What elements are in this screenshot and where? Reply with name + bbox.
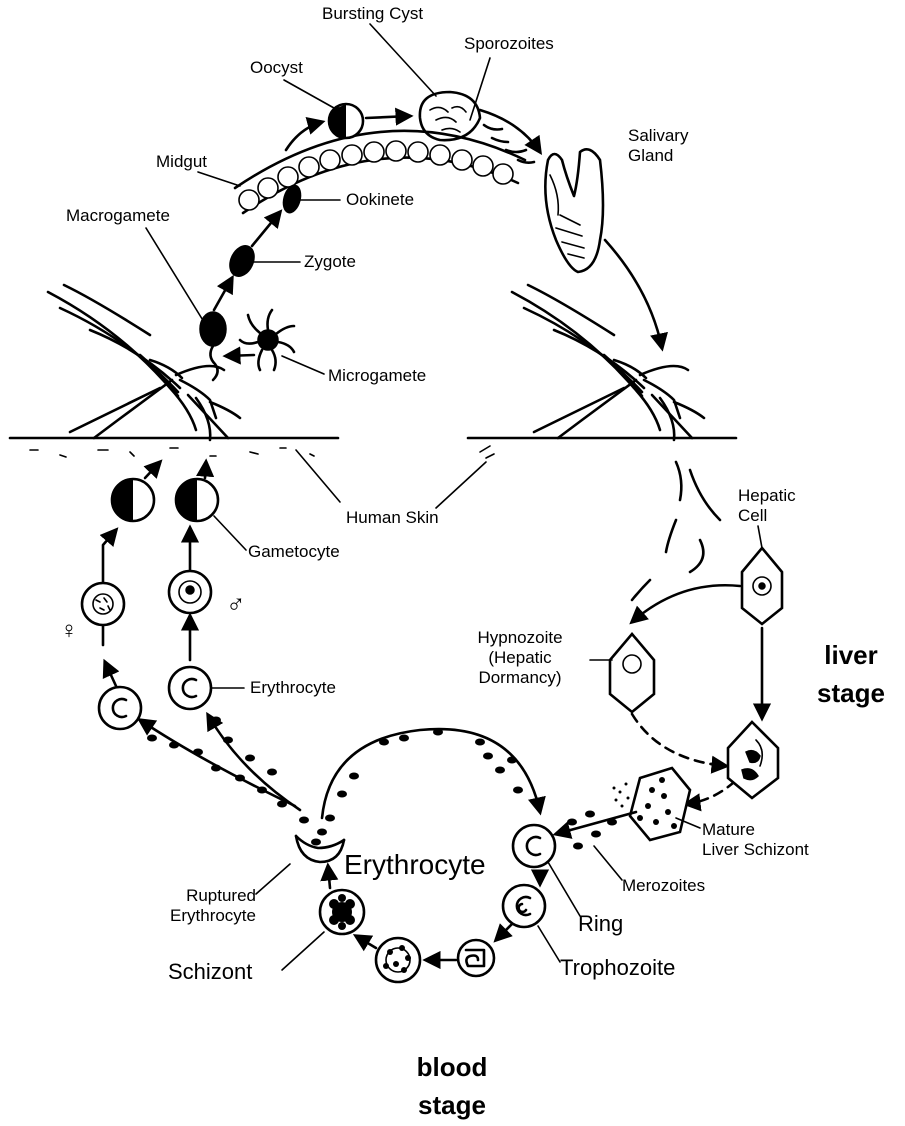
mature-liver-schizont-label: Mature Liver Schizont [702,820,809,860]
ookinete-label: Ookinete [346,190,414,210]
sporozoites-label: Sporozoites [464,34,554,54]
hepatic-cell-label: Hepatic Cell [738,486,796,526]
bursting-cyst-label: Bursting Cyst [322,4,423,24]
microgamete-label: Microgamete [328,366,426,386]
oocyst-label: Oocyst [250,58,303,78]
male-symbol: ♂ [226,590,246,618]
liver-stage-label: liver stage [808,636,894,712]
midgut-label: Midgut [156,152,207,172]
blood-stage-label: blood stage [402,1048,502,1124]
erythrocyte-label-small: Erythrocyte [250,678,336,698]
gametocyte-label: Gametocyte [248,542,340,562]
female-symbol: ♀ [60,618,78,644]
macrogamete-label: Macrogamete [66,206,170,226]
hypnozoite-label: Hypnozoite (Hepatic Dormancy) [458,628,582,688]
erythrocyte-center-label: Erythrocyte [344,850,486,880]
salivary-gland-label: Salivary Gland [628,126,688,166]
ring-label: Ring [578,914,623,934]
ruptured-erythrocyte-label: Ruptured Erythrocyte [150,886,256,926]
human-skin-label: Human Skin [346,508,439,528]
trophozoite-label: Trophozoite [560,958,675,978]
merozoites-label: Merozoites [622,876,705,896]
schizont-label: Schizont [168,962,252,982]
zygote-label: Zygote [304,252,356,272]
